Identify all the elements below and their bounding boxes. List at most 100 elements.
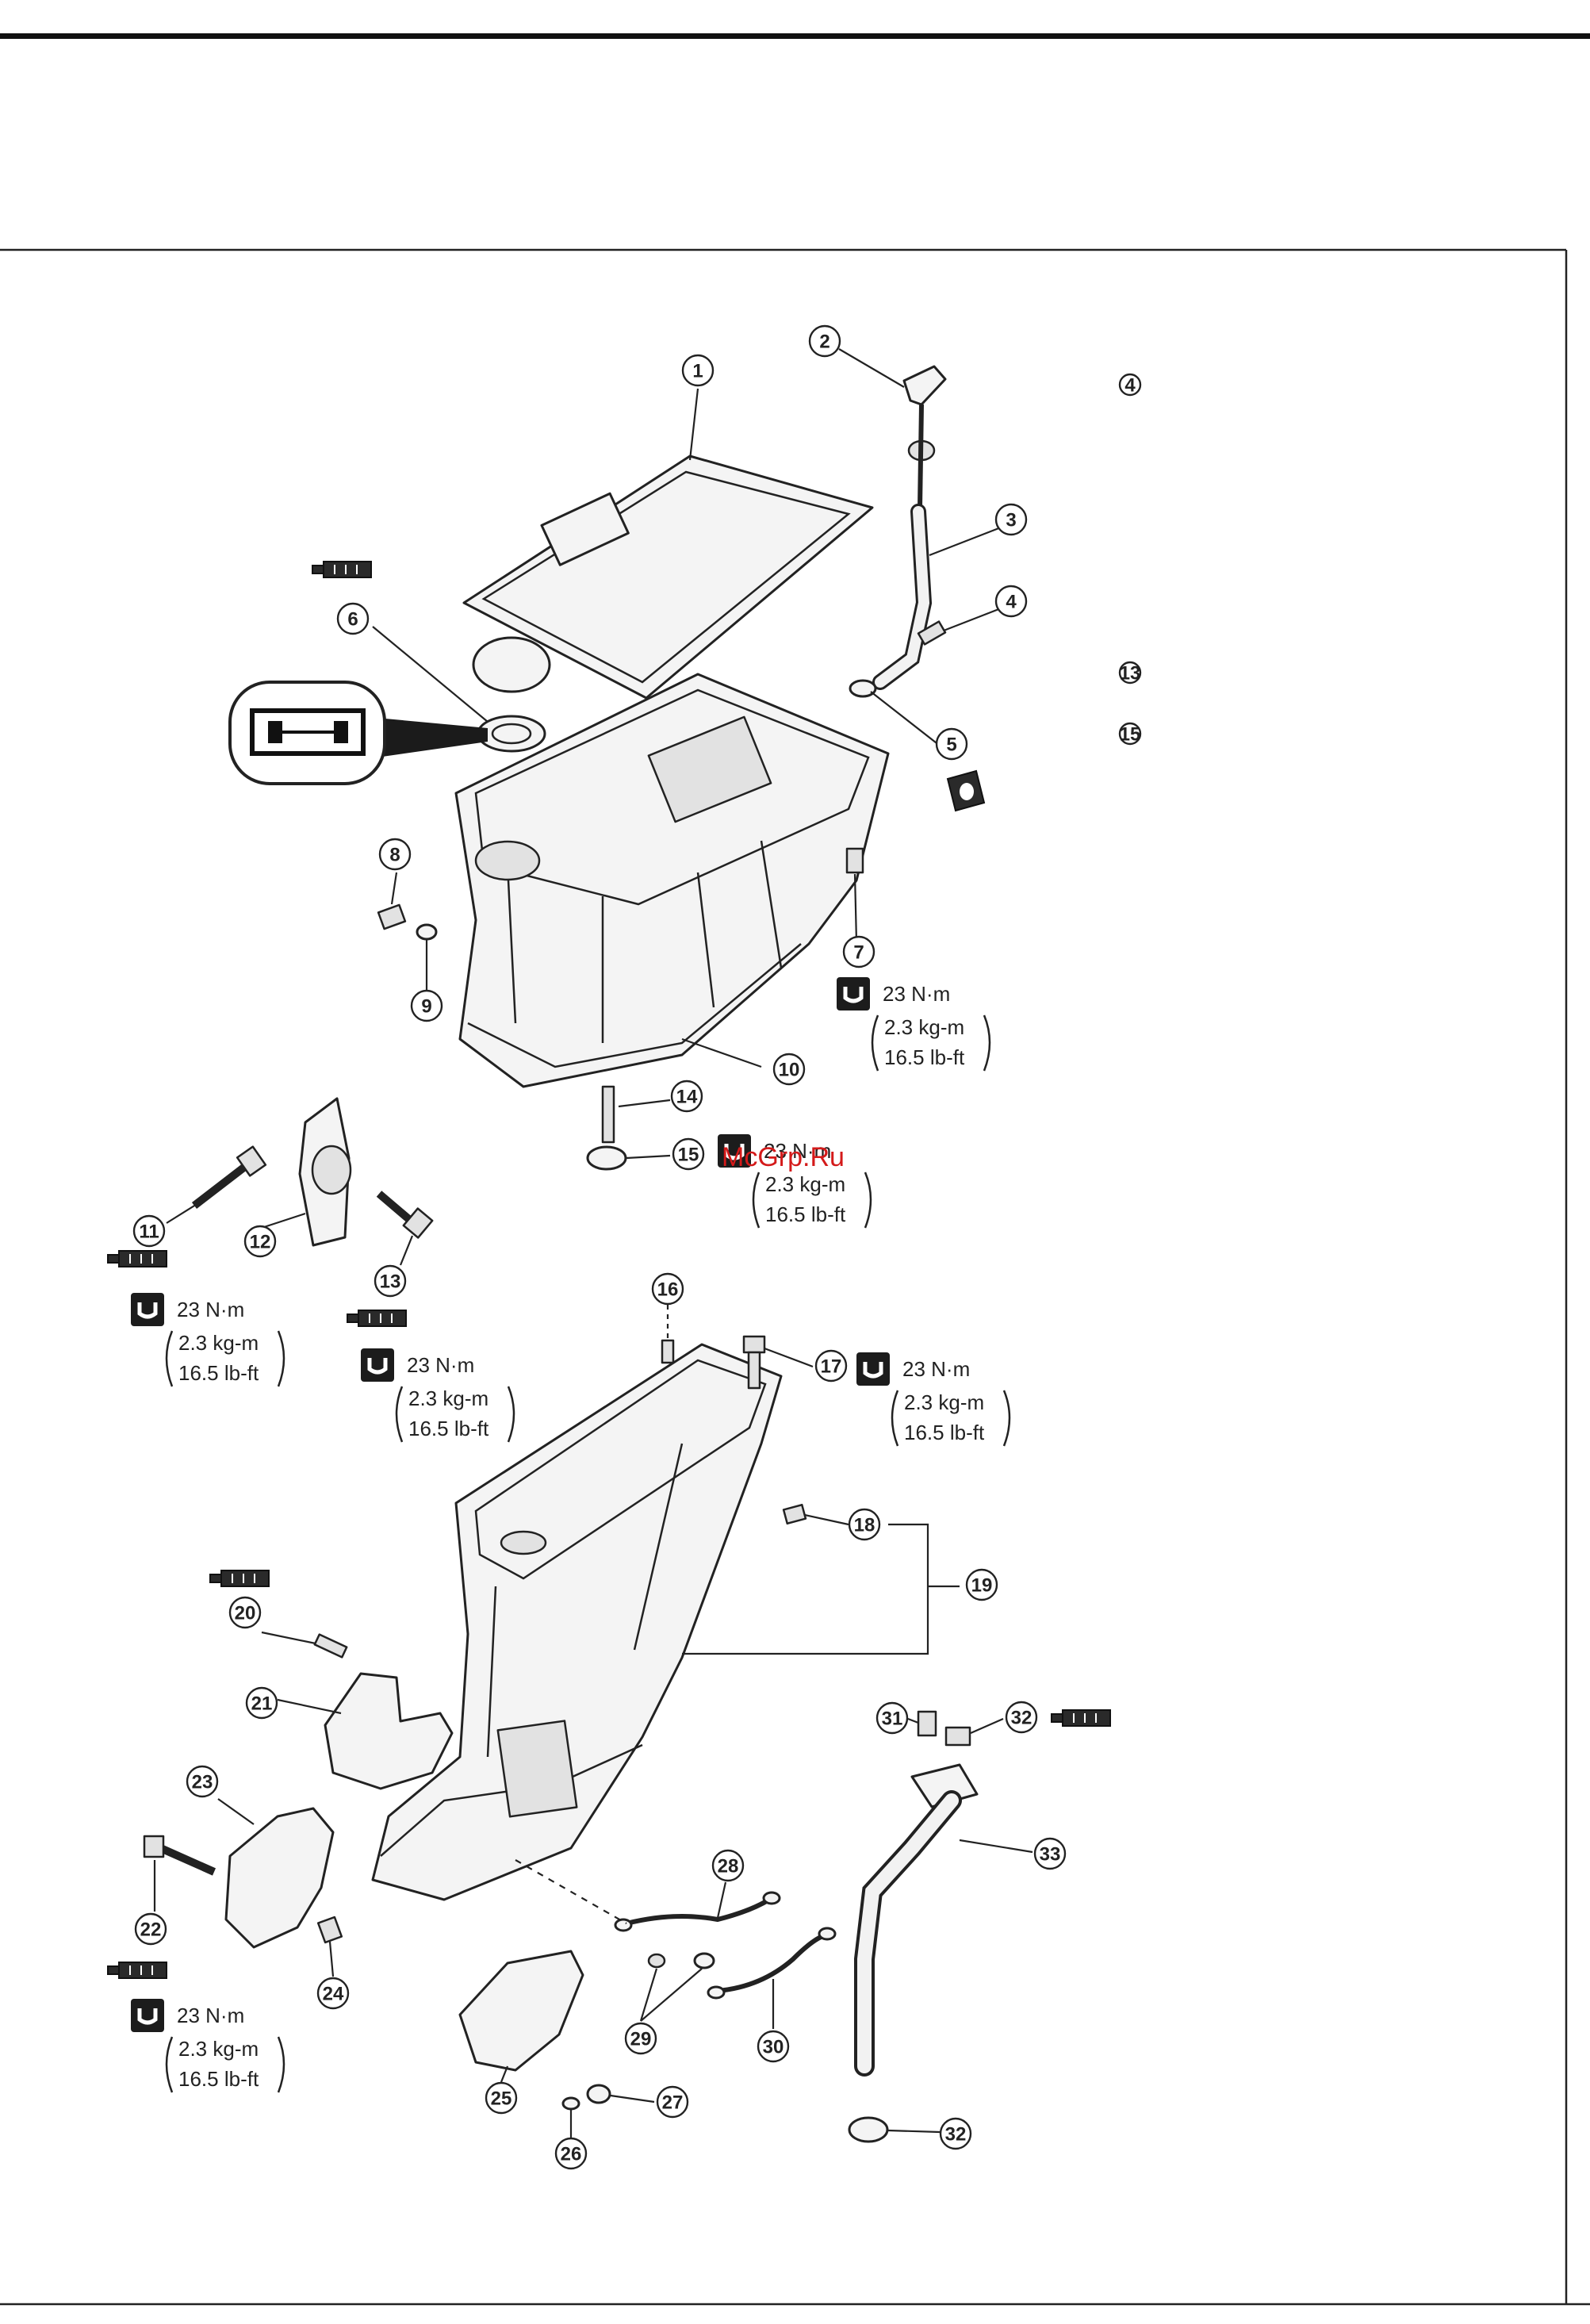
torque-spec-1: 23 N·m2.3 kg-m16.5 lb-ft <box>837 977 990 1071</box>
callout-8-label: 8 <box>389 845 400 866</box>
torque-wrench-icon <box>837 977 870 1011</box>
cover-25 <box>460 1951 583 2070</box>
leader-23 <box>218 1799 254 1824</box>
callout-32-label: 32 <box>1011 1708 1033 1729</box>
torque-paren-left <box>167 2037 172 2092</box>
callout-10-label: 10 <box>779 1060 800 1081</box>
callout-7-label: 7 <box>853 942 864 964</box>
oil-pan-round-boss <box>476 842 539 880</box>
callout-22: 22 <box>136 1914 166 1944</box>
callout-3: 3 <box>996 504 1026 535</box>
washer-26 <box>563 2098 579 2109</box>
callout-32-lower: 32 <box>941 2119 971 2149</box>
callout-18-label: 18 <box>854 1515 875 1536</box>
threadlock-tube-icon-4 <box>210 1570 269 1586</box>
torque-paren-right <box>1004 1390 1010 1446</box>
torque-nm: 23 N·m <box>902 1357 970 1381</box>
callout-1-label: 1 <box>692 361 703 382</box>
leader-housing-dash <box>515 1860 626 1923</box>
leader-20 <box>262 1632 316 1643</box>
leader-3 <box>929 527 1001 555</box>
leader-12 <box>262 1214 305 1228</box>
callout-6: 6 <box>338 604 368 634</box>
callout-9: 9 <box>412 991 442 1021</box>
leader-11 <box>167 1203 198 1223</box>
callout-29: 29 <box>626 2023 656 2054</box>
leader-7 <box>855 874 856 942</box>
detail-seal-lip-right <box>334 721 348 743</box>
torque-paren-left <box>892 1390 898 1446</box>
leader-1 <box>690 389 698 460</box>
callout-8: 8 <box>380 839 410 869</box>
callout-31: 31 <box>877 1703 907 1733</box>
cable-30-end-b <box>819 1928 835 1939</box>
callout-5: 5 <box>937 729 967 759</box>
callout-13-label: 13 <box>380 1271 401 1293</box>
callout-14: 14 <box>672 1081 702 1111</box>
callout-28-label: 28 <box>718 1856 739 1877</box>
threadlock-tube-icon-5 <box>1052 1710 1110 1726</box>
torque-kgm: 2.3 kg-m <box>408 1386 488 1410</box>
leader-15 <box>626 1156 670 1158</box>
callout-18: 18 <box>849 1509 879 1540</box>
bolt-13-head <box>404 1209 432 1238</box>
torque-spec-4: 23 N·m 2.3 kg-m 16.5 lb-ft <box>361 1348 514 1442</box>
callout-9-label: 9 <box>421 996 431 1018</box>
leader-6 <box>373 627 488 722</box>
bolt-20 <box>315 1635 347 1658</box>
leader-27 <box>611 2096 654 2102</box>
leader-5 <box>871 692 940 746</box>
leader-32b <box>888 2130 940 2132</box>
leader-33 <box>960 1840 1033 1852</box>
torque-paren-right <box>508 1386 514 1442</box>
cable-28-end-a <box>615 1919 631 1931</box>
dipstick-handle <box>904 366 945 405</box>
cable-28 <box>626 1900 769 1923</box>
leader-21 <box>278 1700 341 1713</box>
torque-paren-right <box>278 1331 284 1386</box>
dipstick-rod <box>920 405 921 508</box>
cover-23 <box>226 1808 333 1947</box>
plug-7 <box>847 849 863 872</box>
callout-12: 12 <box>245 1226 275 1256</box>
torque-spec-3: 23 N·m2.3 kg-m16.5 lb-ft <box>131 1293 284 1386</box>
callout-7: 7 <box>844 937 874 967</box>
leader-32a <box>971 1719 1003 1733</box>
bolt-11 <box>194 1166 246 1206</box>
plug-32-upper <box>946 1728 970 1745</box>
callout-16: 16 <box>653 1274 683 1304</box>
gasket-round-opening <box>473 638 550 692</box>
callout-29-label: 29 <box>630 2029 652 2050</box>
callout-27-label: 27 <box>662 2092 684 2114</box>
leader-29 <box>641 1969 702 2021</box>
torque-kgm: 2.3 kg-m <box>884 1015 964 1039</box>
callout-26-label: 26 <box>561 2144 582 2165</box>
bushing-24 <box>318 1917 342 1942</box>
torque-paren-right <box>865 1172 871 1228</box>
callout-21: 21 <box>247 1688 277 1718</box>
torque-spec-5: 23 N·m2.3 kg-m16.5 lb-ft <box>856 1352 1010 1446</box>
bolt-22-head <box>144 1836 163 1857</box>
bracket-21 <box>325 1674 452 1789</box>
side-ref-13: 13 <box>1120 662 1141 685</box>
leader-8 <box>392 872 397 904</box>
leader-28 <box>718 1882 726 1918</box>
leader-31 <box>908 1719 918 1723</box>
cable-30-end-a <box>708 1987 724 1998</box>
plug-18 <box>784 1505 806 1524</box>
torque-wrench-icon <box>361 1348 394 1382</box>
callout-32: 32 <box>1006 1702 1036 1732</box>
callout-6-label: 6 <box>347 609 358 631</box>
torque-spec-6: 23 N·m2.3 kg-m16.5 lb-ft <box>131 1999 284 2092</box>
torque-lbft: 16.5 lb-ft <box>408 1417 489 1440</box>
torque-nm: 23 N·m <box>407 1353 474 1377</box>
callout-22-label: 22 <box>140 1919 162 1941</box>
torque-paren-left <box>872 1015 878 1071</box>
threadlock-tube-icon-3 <box>347 1310 406 1326</box>
guide-o-ring <box>850 681 875 696</box>
callout-11: 11 <box>134 1216 164 1246</box>
callout-11-label: 11 <box>139 1221 159 1243</box>
torque-nm: 23 N·m <box>883 982 950 1006</box>
washer-9 <box>417 925 436 939</box>
